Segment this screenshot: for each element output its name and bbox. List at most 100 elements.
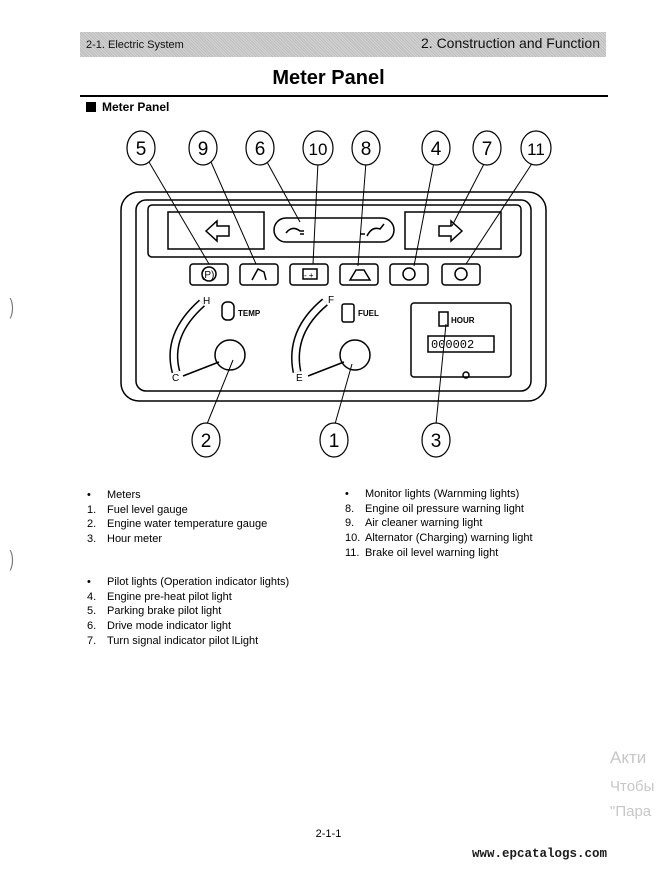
item-text: Fuel level gauge (107, 503, 188, 516)
item-number: 4. (87, 590, 97, 603)
item-number: 5. (87, 605, 97, 618)
hour-meter-frame (410, 302, 512, 378)
item-number: 8. (345, 502, 355, 515)
indicator-box-10 (289, 263, 329, 286)
svg-text:1: 1 (329, 431, 340, 452)
right-turn-box (404, 211, 502, 250)
temp-caption: TEMP (238, 309, 261, 318)
indicator-box-11 (441, 263, 481, 286)
svg-text:5: 5 (136, 139, 147, 160)
indicator-box-4 (389, 263, 429, 286)
left-turn-box (167, 211, 265, 250)
list-header-text: Pilot lights (Operation indicator lights… (107, 576, 290, 588)
fuel-gauge-needle (307, 361, 345, 377)
list-header: • Monitor lights (Warnming lights) (345, 487, 533, 502)
item-text: Air cleaner warning light (365, 517, 483, 530)
section-label: 2-1. Electric System (86, 39, 184, 51)
meters-list: •Meters 1. Fuel level gauge 2. Engine wate… (87, 488, 267, 547)
callout-11: 11 (520, 130, 552, 166)
list-header: • Pilot lights (Operation indicator light… (87, 575, 289, 590)
hour-value: 000002 (431, 338, 474, 352)
item-text: Brake oil level warning light (365, 546, 499, 559)
svg-text:3: 3 (431, 431, 442, 452)
callout-5: 5 (126, 130, 156, 166)
indicator-box-9 (239, 263, 279, 286)
callout-4: 4 (421, 130, 451, 166)
fuel-gauge-hub (339, 339, 371, 371)
left-arrow-icon (204, 219, 230, 243)
list-item: 3. Hour meter (87, 532, 267, 547)
item-number: 9. (345, 517, 355, 530)
panel-outer (120, 191, 547, 402)
list-item: 9. Air cleaner warning light (345, 516, 533, 531)
binder-hole-mark: ) (9, 546, 14, 571)
hour-caption: HOUR (451, 316, 475, 325)
right-arrow-icon (438, 219, 464, 243)
list-item: 1. Fuel level gauge (87, 503, 267, 518)
bullet: • (345, 488, 349, 500)
binder-hole-mark: ) (9, 294, 14, 319)
list-item: 4. Engine pre-heat pilot light (87, 590, 289, 605)
item-number: 2. (87, 518, 97, 531)
title-rule (80, 95, 608, 97)
indicator-box-8 (339, 263, 379, 286)
parking-symbol: (P) (201, 270, 214, 281)
svg-text:6: 6 (255, 139, 266, 160)
item-number: 11. (345, 546, 360, 559)
list-item: 5. Parking brake pilot light (87, 604, 289, 619)
heading-square-icon (86, 102, 96, 112)
item-number: 7. (87, 634, 97, 647)
header-bar: 2-1. Electric System 2. Construction and… (80, 32, 606, 57)
svg-text:9: 9 (198, 139, 209, 160)
item-number: 1. (87, 503, 97, 516)
list-item: 6. Drive mode indicator light (87, 619, 289, 634)
temp-gauge-needle (182, 361, 220, 377)
display-window (147, 204, 522, 258)
activation-watermark-line1: Акти (610, 748, 647, 767)
chapter-label: 2. Construction and Function (421, 35, 600, 51)
list-item: 10. Alternator (Charging) warning light (345, 531, 533, 546)
activation-watermark-line2: Чтобы (610, 778, 655, 795)
svg-text:2: 2 (201, 431, 212, 452)
section-heading: Meter Panel (86, 100, 169, 114)
callout-1: 1 (319, 422, 349, 458)
bullet: • (87, 576, 91, 588)
turtle-icon (285, 227, 304, 234)
list-item: 2. Engine water temperature gauge (87, 517, 267, 532)
activation-watermark-line3: "Пара (610, 803, 652, 820)
item-text: Parking brake pilot light (107, 605, 222, 618)
bullet: • (87, 489, 91, 501)
callout-9: 9 (188, 130, 218, 166)
item-number: 6. (87, 620, 97, 633)
battery-symbol: - + (304, 271, 314, 280)
callout-2: 2 (191, 422, 221, 458)
callout-10: 10 (302, 130, 334, 166)
page-number: 2-1-1 (315, 828, 342, 840)
list-header-text: Monitor lights (Warnming lights) (365, 488, 520, 500)
item-text: Engine water temperature gauge (107, 518, 268, 531)
fuel-caption: FUEL (358, 309, 379, 318)
svg-text:11: 11 (527, 140, 545, 159)
rabbit-icon (366, 223, 385, 237)
item-text: Hour meter (107, 533, 163, 546)
drive-mode-pill (273, 217, 395, 243)
list-item: 11. Brake oil level warning light (345, 546, 533, 561)
item-number: 10. (345, 532, 361, 545)
svg-text:10: 10 (309, 140, 328, 159)
temp-hot-label: H (203, 296, 210, 307)
temp-cold-label: C (172, 373, 179, 384)
item-text: Engine pre-heat pilot light (107, 590, 232, 603)
list-item: 8.Engine oil pressure warning light (345, 502, 533, 517)
item-number: 3. (87, 533, 97, 546)
list-item: 7.Turn signal indicator pilot lLight (87, 634, 289, 649)
callout-8: 8 (351, 130, 381, 166)
callout-7: 7 (472, 130, 502, 166)
list-header: •Meters (87, 488, 267, 503)
hour-meter-display (427, 335, 495, 353)
footer-url[interactable]: www.epcatalogs.com (471, 847, 607, 861)
item-text: Alternator (Charging) warning light (365, 532, 533, 545)
pilot-lights-list: • Pilot lights (Operation indicator light… (87, 575, 289, 649)
callout-6: 6 (245, 130, 275, 166)
temp-gauge-hub (214, 339, 246, 371)
item-text: Drive mode indicator light (107, 620, 232, 633)
